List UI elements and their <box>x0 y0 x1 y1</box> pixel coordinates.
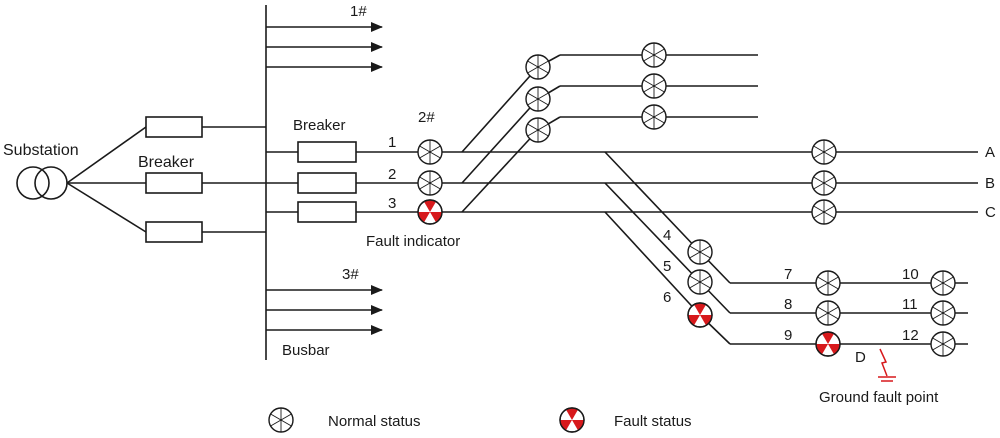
node-6-label: 6 <box>663 289 671 306</box>
indicator-2-normal-icon <box>417 170 443 196</box>
line-1-label: 1 <box>388 134 396 151</box>
node-10-label: 10 <box>902 266 919 283</box>
line-2-label: 2 <box>388 166 396 183</box>
main-breaker-label: Breaker <box>293 117 346 134</box>
feeder-3-arrows <box>266 285 383 335</box>
left-breaker-2 <box>145 172 203 194</box>
indicator-9-fault-icon <box>815 331 841 357</box>
line-3-label: 3 <box>388 195 396 212</box>
node-4-label: 4 <box>663 227 671 244</box>
substation-fan-wires <box>66 126 147 233</box>
busbar-to-breaker-wires <box>266 151 298 213</box>
phase-c-indicator-icon <box>811 199 837 225</box>
indicator-3-fault-icon <box>417 199 443 225</box>
fault-indicators <box>417 42 956 357</box>
breaker-to-busbar-wires <box>202 126 266 233</box>
upper-right-indicator-c-icon <box>641 104 667 130</box>
indicator-7-normal-icon <box>815 270 841 296</box>
feeder-2-label: 2# <box>418 109 435 126</box>
node-12-label: 12 <box>902 327 919 344</box>
upper-indicator-b-icon <box>525 86 551 112</box>
feeder-1-arrows <box>266 22 383 72</box>
indicator-12-normal-icon <box>930 331 956 357</box>
upper-indicator-a-icon <box>525 54 551 80</box>
phase-a-label: A <box>985 144 995 161</box>
upper-right-indicator-b-icon <box>641 73 667 99</box>
phase-b-indicator-icon <box>811 170 837 196</box>
fault-indicator-label: Fault indicator <box>366 233 460 250</box>
phase-b-label: B <box>985 175 995 192</box>
fault-point-d-label: D <box>855 349 866 366</box>
node-7-label: 7 <box>784 266 792 283</box>
busbar-label: Busbar <box>282 342 330 359</box>
feeder-3-label: 3# <box>342 266 359 283</box>
substation-label: Substation <box>3 142 79 159</box>
feeder-1-label: 1# <box>350 3 367 20</box>
upper-indicator-c-icon <box>525 117 551 143</box>
main-breaker-1 <box>297 141 357 163</box>
phase-a-indicator-icon <box>811 139 837 165</box>
left-breaker-1 <box>145 116 203 138</box>
node-11-label: 11 <box>902 296 918 313</box>
upper-right-indicator-a-icon <box>641 42 667 68</box>
node-5-label: 5 <box>663 258 671 275</box>
node-8-label: 8 <box>784 296 792 313</box>
node-9-label: 9 <box>784 327 792 344</box>
ground-fault-point-label: Ground fault point <box>819 389 939 406</box>
lower-branch-wires <box>604 151 968 345</box>
indicator-8-normal-icon <box>815 300 841 326</box>
indicator-6-fault-icon <box>687 302 713 328</box>
indicator-10-normal-icon <box>930 270 956 296</box>
legend-normal-icon <box>268 407 294 433</box>
left-breaker-3 <box>145 221 203 243</box>
left-breaker-label: Breaker <box>138 154 195 171</box>
phase-lines <box>356 151 978 213</box>
legend: Normal status Fault status <box>268 407 692 433</box>
indicator-4-normal-icon <box>687 239 713 265</box>
ground-fault-symbol <box>878 348 896 382</box>
indicator-5-normal-icon <box>687 269 713 295</box>
main-breaker-3 <box>297 201 357 223</box>
legend-fault-label: Fault status <box>614 413 692 430</box>
legend-normal-label: Normal status <box>328 413 421 430</box>
legend-fault-icon <box>559 407 585 433</box>
indicator-1-normal-icon <box>417 139 443 165</box>
phase-c-label: C <box>985 204 996 221</box>
indicator-11-normal-icon <box>930 300 956 326</box>
substation-transformer-icon <box>16 166 68 200</box>
main-breaker-2 <box>297 172 357 194</box>
